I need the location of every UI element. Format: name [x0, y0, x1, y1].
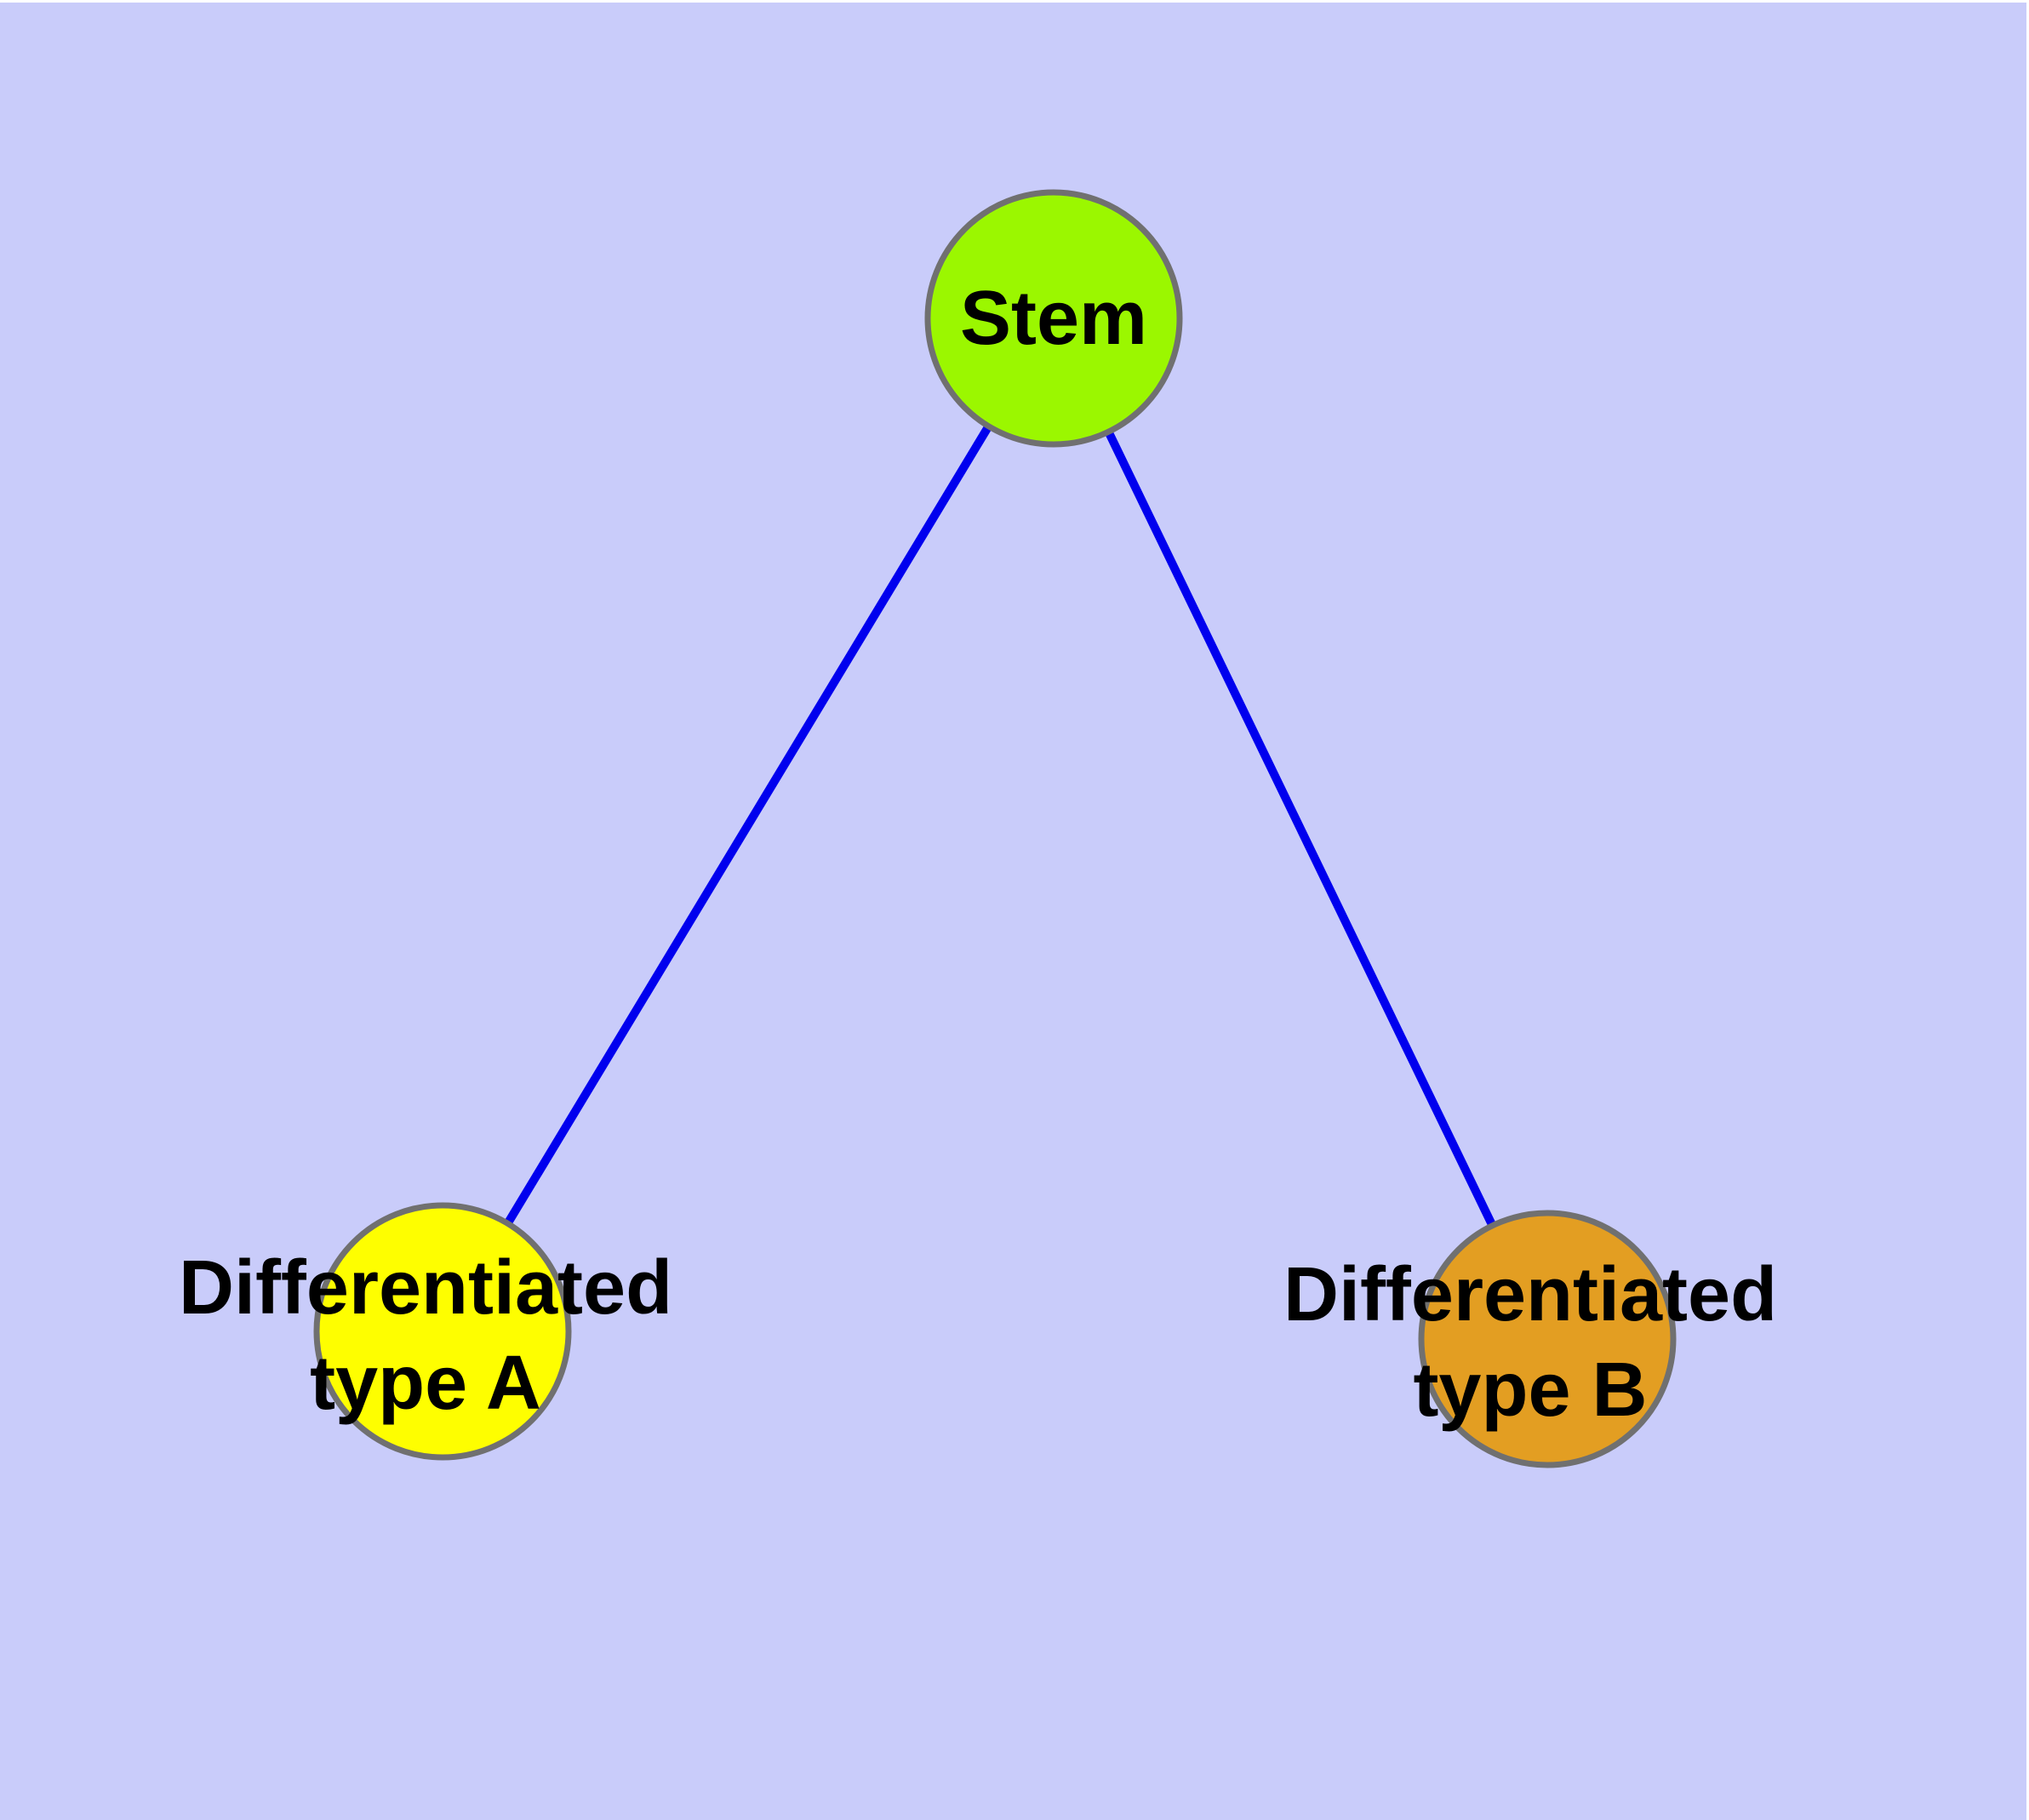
edge-stem-to-type-b — [1049, 316, 1552, 1342]
edge-stem-to-type-a — [438, 316, 1058, 1334]
differentiated-type-a-label-line1: Differentiated — [178, 1245, 673, 1331]
differentiated-type-b-node-label: Differentiated type B — [1283, 1247, 1777, 1438]
stem-node-circle — [924, 189, 1183, 448]
differentiated-type-a-node-circle — [313, 1202, 572, 1461]
differentiated-type-b-label-line2: type B — [1413, 1348, 1648, 1433]
diagram-canvas: Stem Differentiated type A Differentiate… — [0, 3, 2026, 1820]
differentiated-type-b-node-circle — [1418, 1210, 1677, 1468]
stem-node-label: Stem — [959, 276, 1148, 361]
differentiated-type-a-node-label: Differentiated type A — [179, 1240, 672, 1431]
differentiated-type-b-label-line1: Differentiated — [1283, 1252, 1778, 1337]
differentiated-type-a-label-line2: type A — [310, 1341, 541, 1426]
graph-svg — [313, 189, 1677, 1468]
